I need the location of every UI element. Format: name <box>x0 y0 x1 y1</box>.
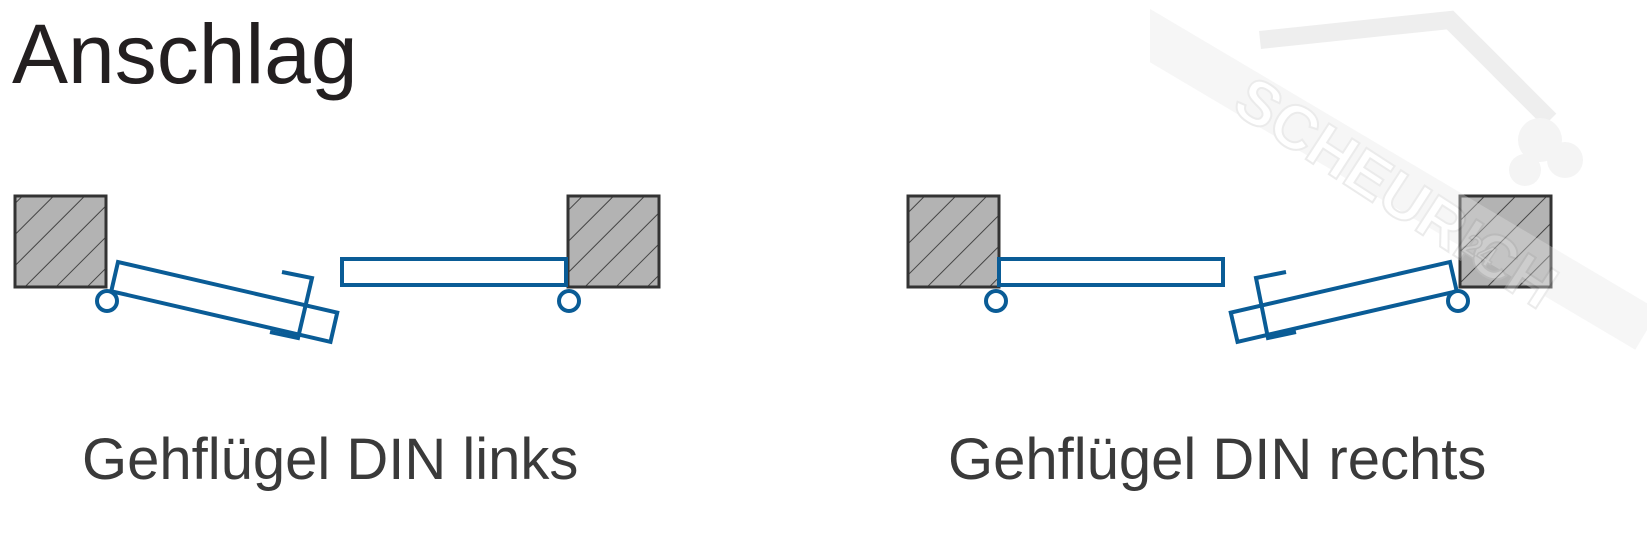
wall-right <box>1458 194 1553 289</box>
active-leaf <box>108 259 340 345</box>
wall-left <box>13 194 108 289</box>
stop-bracket <box>269 270 315 341</box>
fixed-leaf <box>997 257 1225 287</box>
fixed-leaf <box>340 257 568 287</box>
hinge-right <box>1446 289 1470 313</box>
page-title: Anschlag <box>12 7 358 101</box>
caption-din-links: Gehflügel DIN links <box>82 427 579 492</box>
diagram-din-rechts <box>906 194 1553 345</box>
wall-right <box>566 194 661 289</box>
hinge-right <box>557 289 581 313</box>
active-leaf <box>1228 259 1460 345</box>
diagram-din-links <box>13 194 661 345</box>
caption-din-rechts: Gehflügel DIN rechts <box>948 427 1487 492</box>
hinge-left <box>95 289 119 313</box>
wall-left <box>906 194 1001 289</box>
stop-bracket <box>1253 270 1297 341</box>
hinge-left <box>984 289 1008 313</box>
